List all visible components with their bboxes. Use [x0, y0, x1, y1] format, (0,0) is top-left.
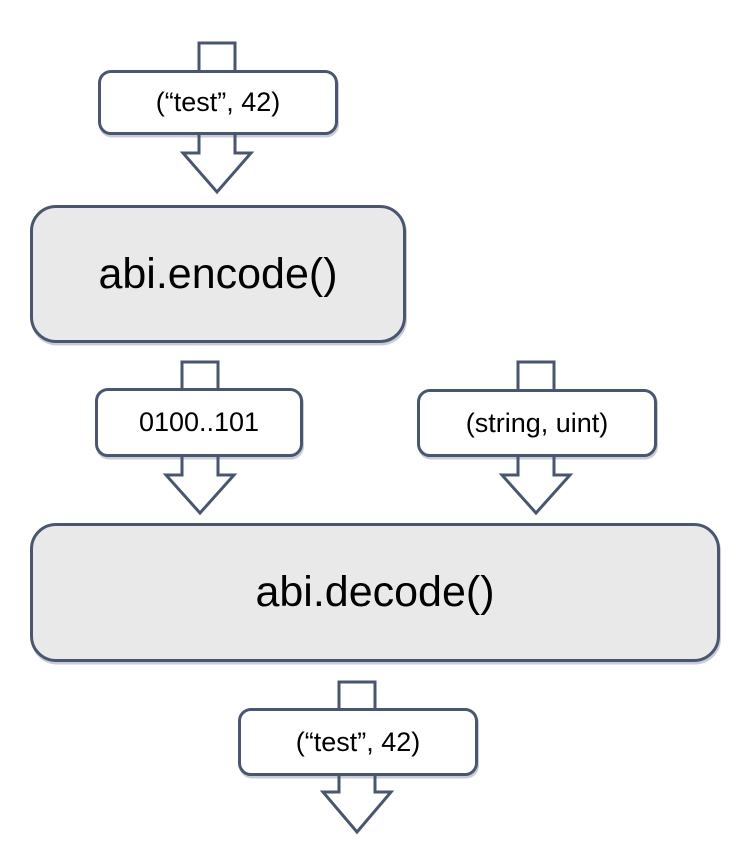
type-spec-label: (string, uint): [465, 407, 609, 438]
abi-decode-label: abi.decode(): [255, 568, 495, 616]
abi-encode-box: abi.encode(): [30, 205, 406, 343]
input-tuple-label: (“test”, 42): [155, 87, 281, 117]
output-tuple-label: (“test”, 42): [295, 726, 421, 757]
encoded-bytes-box: 0100..101: [95, 388, 303, 457]
type-spec-box: (string, uint): [417, 389, 657, 457]
encoded-bytes-label: 0100..101: [138, 407, 260, 437]
abi-decode-box: abi.decode(): [30, 523, 720, 662]
output-tuple-box: (“test”, 42): [238, 708, 478, 776]
abi-encode-label: abi.encode(): [98, 249, 338, 298]
input-tuple-box: (“test”, 42): [98, 70, 338, 135]
